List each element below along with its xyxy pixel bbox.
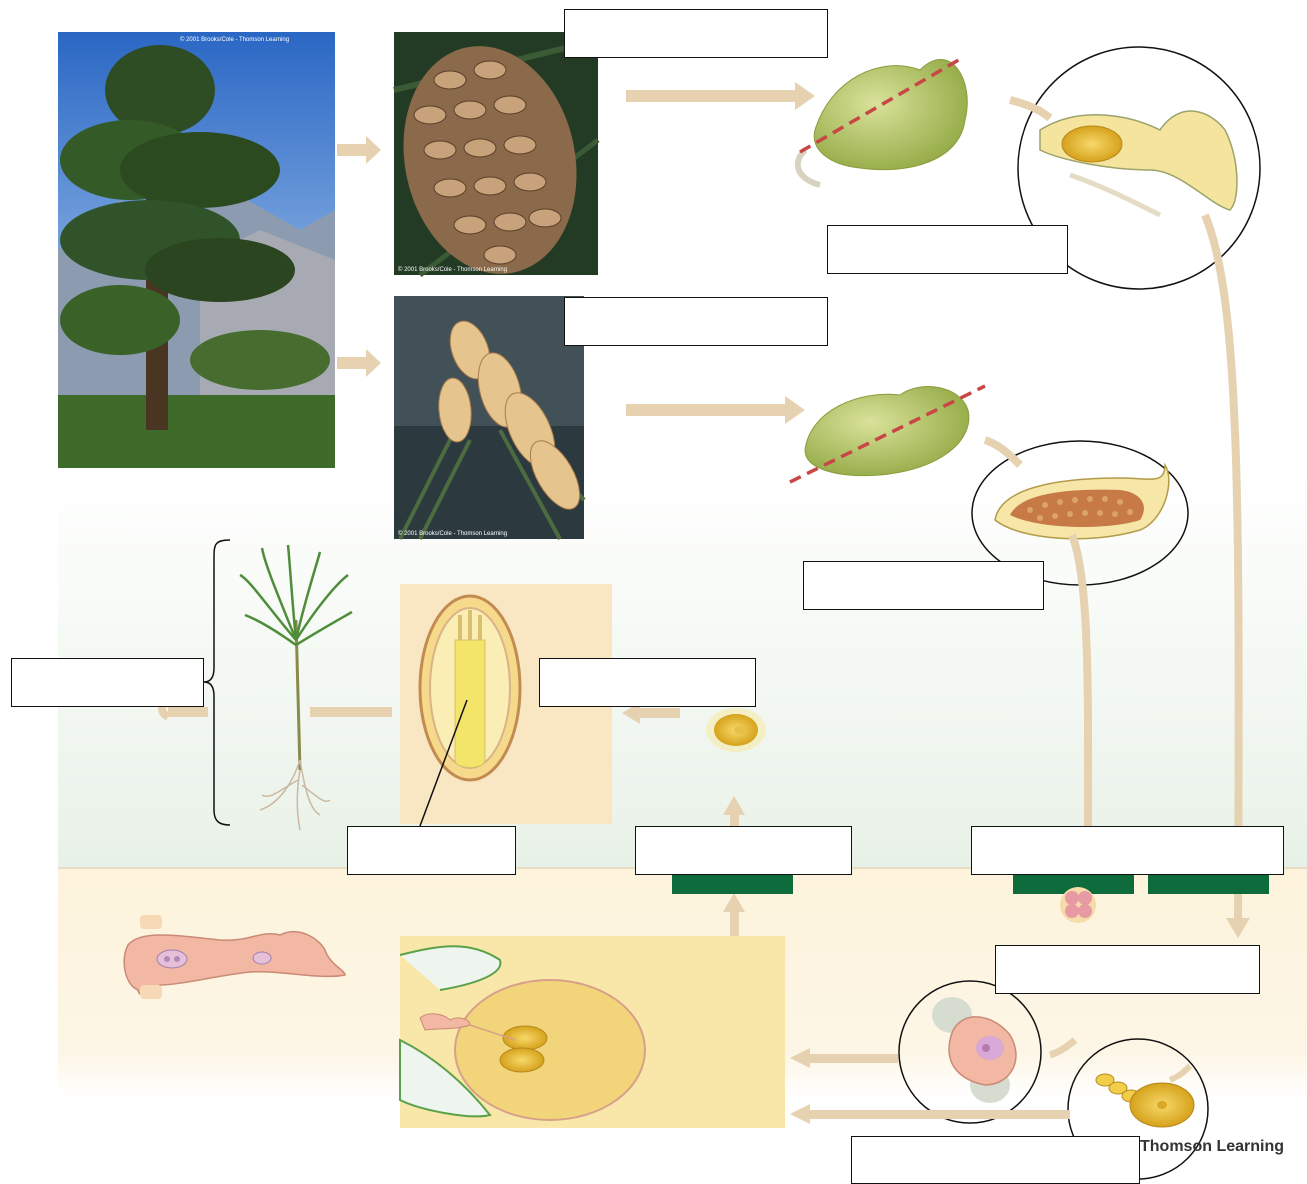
fertilization-panel bbox=[400, 936, 785, 1128]
label-gametophytes bbox=[851, 1136, 1140, 1184]
pine-tree-photo: © 2001 Brooks/Cole - Thomson Learning bbox=[58, 32, 335, 468]
label-microsporangium-section bbox=[803, 561, 1044, 610]
label-embryo bbox=[347, 826, 516, 875]
ovulate-cone-photo: © 2001 Brooks/Cole - Thomson Learning bbox=[383, 30, 598, 290]
label-seed bbox=[539, 658, 756, 707]
label-seedling bbox=[11, 658, 204, 707]
spore-tetrad bbox=[1060, 887, 1096, 923]
tree-photo-credit: © 2001 Brooks/Cole - Thomson Learning bbox=[180, 36, 289, 43]
publisher-credit: Thomson Learning bbox=[1140, 1138, 1284, 1156]
label-meiosis bbox=[971, 826, 1284, 875]
label-megaspore bbox=[995, 945, 1260, 994]
label-pollen-cone bbox=[564, 297, 828, 346]
cone-photo-1-credit: © 2001 Brooks/Cole - Thomson Learning bbox=[398, 266, 507, 273]
zygote-cell bbox=[706, 708, 766, 752]
cone-photo-2-credit: © 2001 Brooks/Cole - Thomson Learning bbox=[398, 530, 507, 537]
microsporophyll-drawing bbox=[790, 386, 985, 482]
pollen-cone-photo: © 2001 Brooks/Cole - Thomson Learning bbox=[394, 296, 590, 539]
ovuliferous-scale-drawing bbox=[798, 58, 967, 185]
label-ovule-section bbox=[827, 225, 1068, 274]
label-fertilization bbox=[635, 826, 852, 875]
label-ovulate-cone bbox=[564, 9, 828, 58]
